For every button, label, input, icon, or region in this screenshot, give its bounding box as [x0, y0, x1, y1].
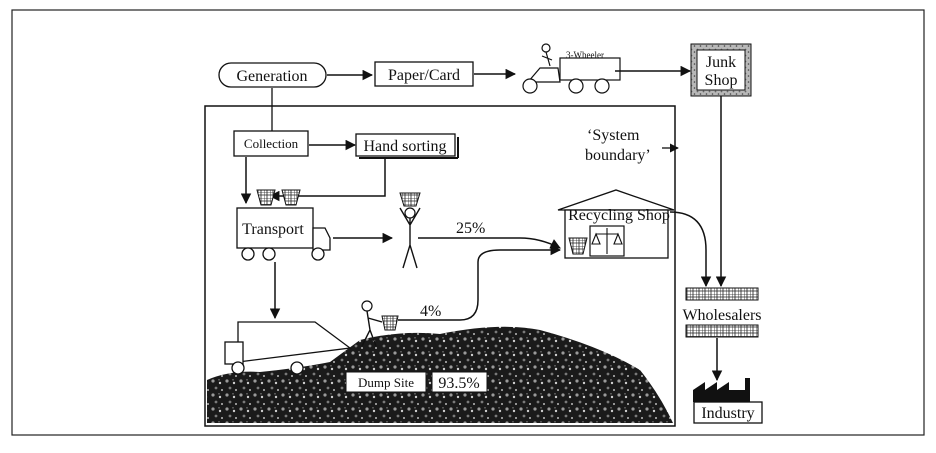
hand-sorting-label: Hand sorting: [363, 138, 446, 155]
waste-picker-icon: [400, 193, 420, 268]
junk-shop-label-2: Shop: [705, 72, 738, 89]
basket-icon: [257, 190, 300, 205]
flow-25-label: 25%: [456, 220, 485, 237]
paper-card-label: Paper/Card: [388, 67, 460, 84]
three-wheeler-label: 3-Wheeler: [566, 50, 604, 60]
flow-4-label: 4%: [420, 303, 441, 320]
transport-label: Transport: [242, 221, 304, 238]
wholesalers-shelf-top: [686, 288, 758, 300]
dump-site-label: Dump Site: [358, 375, 414, 390]
wholesalers-shelf-bottom: [686, 325, 758, 337]
junk-shop-label-1: Junk: [706, 54, 736, 71]
wholesalers-label: Wholesalers: [682, 307, 761, 324]
industry-label: Industry: [701, 405, 754, 422]
flow-dump-percent-label: 93.5%: [438, 375, 479, 392]
recycling-shop-label: Recycling Shop: [568, 207, 670, 224]
system-boundary-label-2: boundary’: [585, 147, 651, 164]
generation-label: Generation: [236, 68, 307, 85]
system-boundary-label-1: ‘System: [587, 127, 640, 144]
arrow-picker-to-recycling: [418, 238, 560, 248]
factory-icon: [693, 378, 750, 402]
recycling-shop-icon: [558, 190, 674, 258]
collection-label: Collection: [244, 136, 299, 151]
